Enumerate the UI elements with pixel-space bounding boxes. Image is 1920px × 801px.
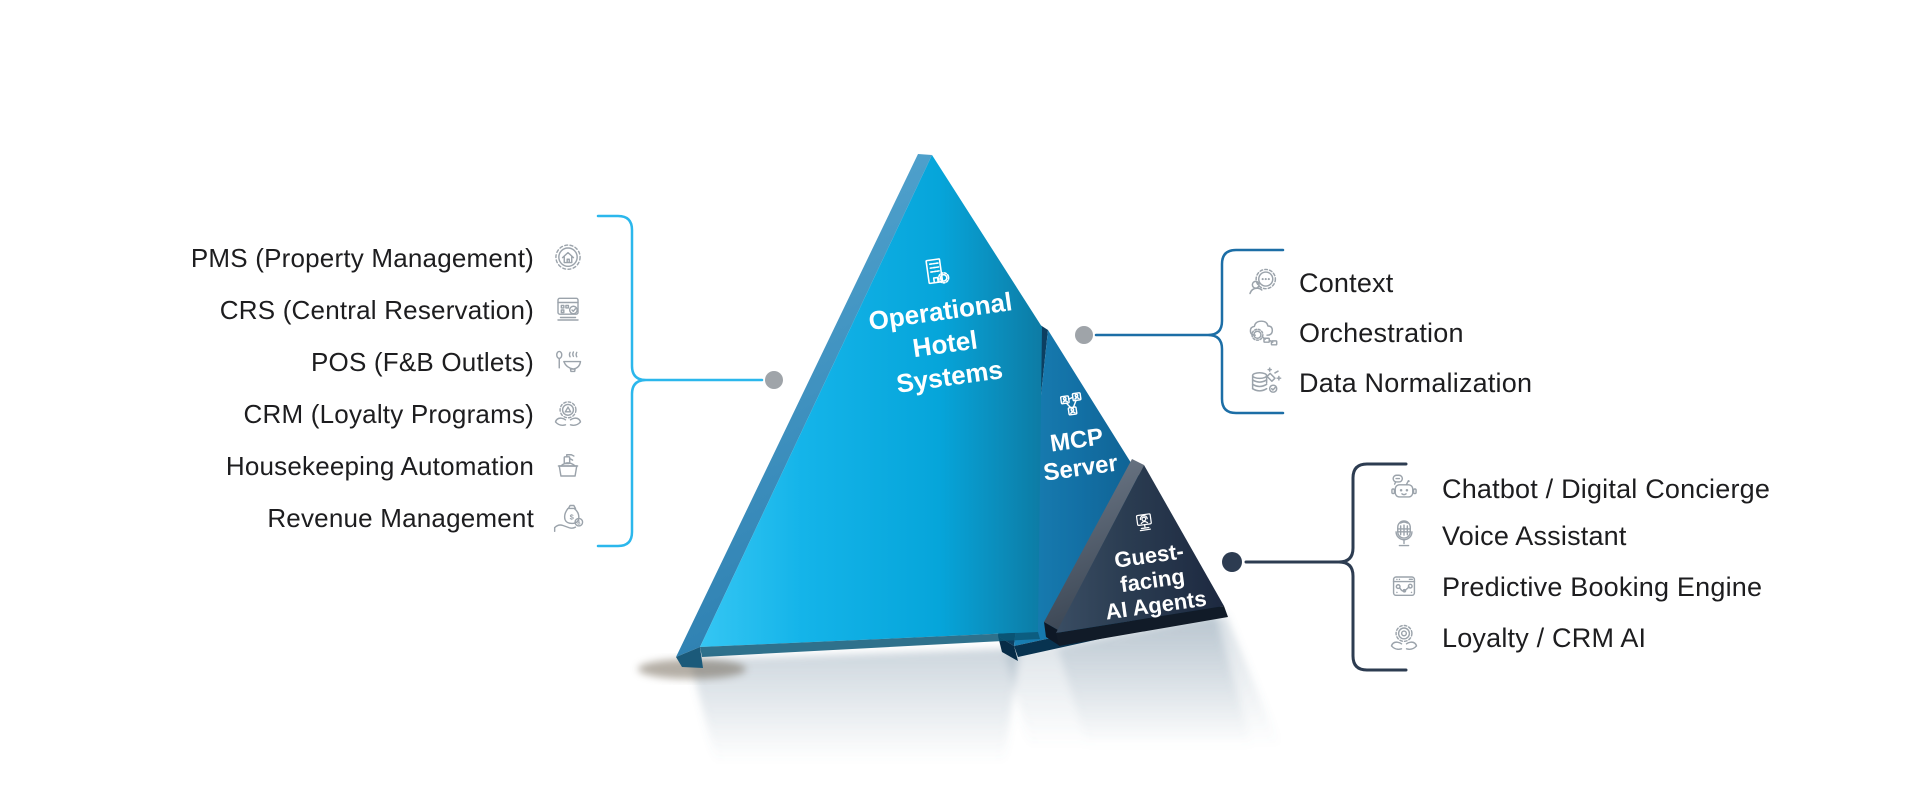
pyramid-label-mcp-server: MCP Server <box>995 378 1157 493</box>
left-item-label: POS (F&B Outlets) <box>310 346 534 377</box>
context-icon <box>1243 262 1285 304</box>
right-bottom-item-label: Voice Assistant <box>1442 520 1627 551</box>
right-top-item-orchestration: Orchestration <box>1243 307 1464 359</box>
pyramid-level-operational <box>676 154 1042 668</box>
right-top-item-data-normalization: Data Normalization <box>1243 357 1532 409</box>
left-item-housekeeping: Housekeeping Automation <box>90 440 588 492</box>
orchestration-icon <box>1243 312 1285 354</box>
bottom-right-connector-dot <box>1222 552 1242 572</box>
food-beverage-icon <box>548 342 588 382</box>
left-item-crm: CRM (Loyalty Programs) <box>90 388 588 440</box>
right-bottom-item-loyalty-ai: Loyalty / CRM AI <box>1384 612 1646 664</box>
pyramid-reflection <box>690 612 1292 800</box>
revenue-management-icon: $ $ <box>548 498 588 538</box>
left-item-label: CRS (Central Reservation) <box>219 294 534 325</box>
voice-assistant-icon <box>1384 516 1424 556</box>
loyalty-crm-ai-icon <box>1384 618 1424 658</box>
right-top-item-label: Context <box>1299 267 1394 298</box>
data-normalization-icon <box>1243 362 1285 404</box>
right-bottom-item-label: Loyalty / CRM AI <box>1442 622 1647 653</box>
pyramid-label-operational: Operational Hotel Systems <box>833 239 1051 407</box>
housekeeping-icon <box>548 446 588 486</box>
hotel-building-gear-icon <box>925 258 950 285</box>
loyalty-program-icon <box>548 394 588 434</box>
svg-text:$: $ <box>570 512 575 521</box>
left-item-label: Housekeeping Automation <box>225 450 534 481</box>
left-item-label: PMS (Property Management) <box>190 242 534 273</box>
right-bottom-item-predictive: Predictive Booking Engine <box>1384 561 1762 613</box>
right-bottom-item-label: Chatbot / Digital Concierge <box>1442 473 1771 504</box>
left-item-pos: POS (F&B Outlets) <box>90 336 588 388</box>
left-bracket <box>596 214 764 548</box>
ground-shadow <box>638 659 746 679</box>
left-item-crs: CRS (Central Reservation) <box>90 284 588 336</box>
chatbot-icon <box>1384 469 1424 509</box>
property-management-icon <box>548 238 588 278</box>
pyramid-level-guest-facing <box>1044 459 1228 646</box>
left-connector-dot <box>765 371 783 389</box>
right-bottom-item-voice: Voice Assistant <box>1384 510 1627 562</box>
left-item-label: CRM (Loyalty Programs) <box>243 398 534 429</box>
right-top-item-context: Context <box>1243 257 1393 309</box>
svg-text:$: $ <box>577 521 581 527</box>
bottom-right-bracket <box>1244 462 1408 672</box>
agent-monitor-icon <box>1135 513 1152 532</box>
right-bottom-item-chatbot: Chatbot / Digital Concierge <box>1384 463 1770 515</box>
right-top-item-label: Data Normalization <box>1299 367 1533 398</box>
left-item-pms: PMS (Property Management) <box>90 232 588 284</box>
pyramid-label-guest-facing: Guest- facing AI Agents <box>1068 498 1232 628</box>
right-bottom-item-label: Predictive Booking Engine <box>1442 571 1763 602</box>
left-item-revenue: Revenue Management $ $ <box>90 492 588 544</box>
central-reservation-icon <box>548 290 588 330</box>
right-top-item-label: Orchestration <box>1299 317 1464 348</box>
top-right-connector-dot <box>1075 326 1093 344</box>
connected-agents-icon <box>1059 392 1082 416</box>
top-right-bracket <box>1094 248 1285 415</box>
left-item-label: Revenue Management <box>267 502 534 533</box>
predictive-booking-icon <box>1384 567 1424 607</box>
